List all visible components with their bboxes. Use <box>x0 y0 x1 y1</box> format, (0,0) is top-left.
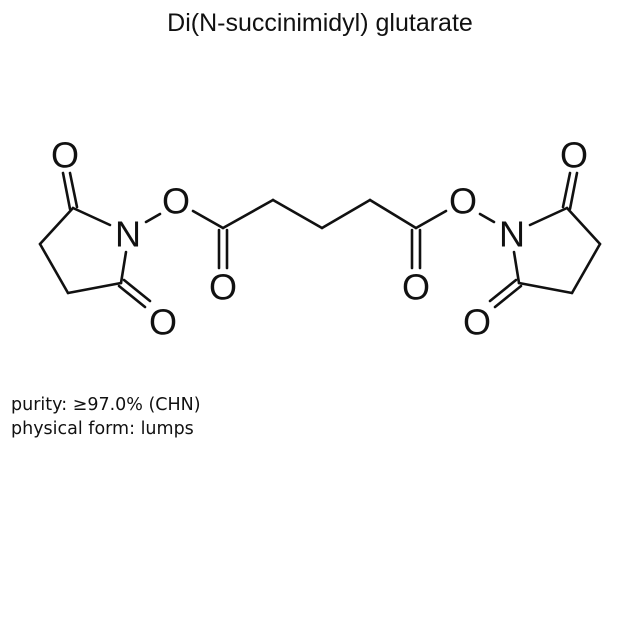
atom-n-right: N <box>499 214 525 255</box>
glutarate-chain <box>221 198 418 230</box>
atom-n-left: N <box>115 214 141 255</box>
atom-o-right-ester: O <box>402 267 430 308</box>
atom-o-left-top: O <box>51 135 79 176</box>
atom-o-left-link: O <box>162 181 190 222</box>
atom-o-right-bottom: O <box>463 302 491 343</box>
atom-o-left-ester: O <box>209 267 237 308</box>
physical-form-text: physical form: lumps <box>11 419 194 439</box>
atom-o-right-top: O <box>560 135 588 176</box>
page-title: Di(N-succinimidyl) glutarate <box>167 9 473 37</box>
right-o-n-bond <box>478 212 496 224</box>
atom-o-right-link: O <box>449 181 477 222</box>
atom-o-left-bottom: O <box>149 302 177 343</box>
right-succinimide-ring <box>488 171 602 309</box>
left-o-c-bond <box>191 209 225 230</box>
left-n-o-bond <box>144 212 162 224</box>
purity-text: purity: ≥97.0% (CHN) <box>11 395 201 415</box>
left-succinimide-ring <box>38 171 152 309</box>
properties-block: purity: ≥97.0% (CHN) physical form: lump… <box>11 393 201 441</box>
right-c-o-bond <box>414 209 448 230</box>
